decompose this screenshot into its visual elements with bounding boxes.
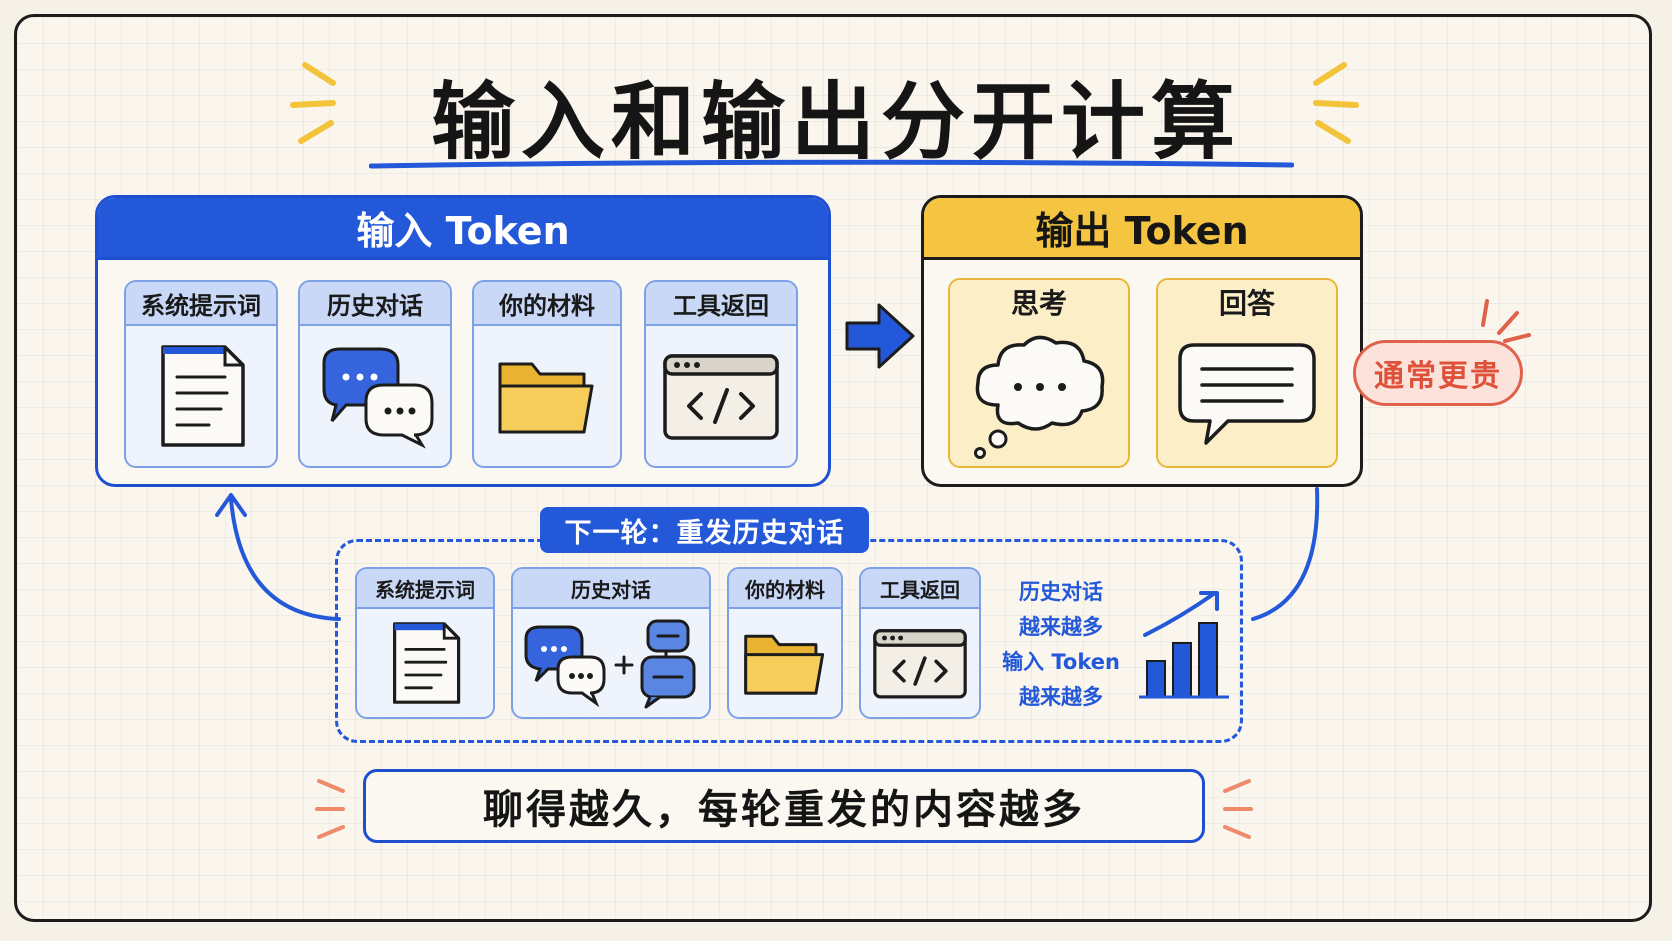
output-token-panel: 输出 Token 思考 回答 <box>921 195 1363 487</box>
thought-cloud-icon <box>950 324 1128 466</box>
card-label: 你的材料 <box>474 282 620 326</box>
next-round-tag: 下一轮：重发历史对话 <box>540 507 869 553</box>
diagram-canvas: 输入和输出分开计算 输入 Token 系统提示词 历史对话 <box>14 14 1652 922</box>
card-label: 回答 <box>1158 280 1336 324</box>
title-underline <box>369 159 1294 169</box>
code-window-icon <box>861 609 979 717</box>
card-label: 历史对话 <box>300 282 450 326</box>
document-icon <box>357 609 493 717</box>
chat-bubbles-icon <box>300 326 450 466</box>
badge-rays-icon <box>1481 299 1531 343</box>
speech-bubble-icon <box>1158 324 1336 466</box>
card-label: 思考 <box>950 280 1128 324</box>
loop-arrow-left-icon <box>215 493 341 621</box>
input-card-system-prompt: 系统提示词 <box>124 280 278 468</box>
page-title: 输入和输出分开计算 <box>430 73 1241 171</box>
title-rays-left-icon <box>290 62 336 144</box>
input-card-history: 历史对话 <box>298 280 452 468</box>
card-label: 系统提示词 <box>126 282 276 326</box>
footer-rays-right-icon <box>1223 779 1253 839</box>
growth-note-line: 输入 Token <box>1002 650 1120 674</box>
input-card-tool-return: 工具返回 <box>644 280 798 468</box>
card-label: 历史对话 <box>513 569 709 609</box>
output-card-thinking: 思考 <box>948 278 1130 468</box>
next-card-tool-return: 工具返回 <box>859 567 981 719</box>
loop-arrow-right <box>1251 487 1320 621</box>
input-panel-heading: 输入 Token <box>98 198 828 260</box>
next-card-system-prompt: 系统提示词 <box>355 567 495 719</box>
code-window-icon <box>646 326 796 466</box>
right-arrow-icon <box>845 303 915 369</box>
growth-note: 历史对话 越来越多 输入 Token 越来越多 <box>1002 575 1120 715</box>
chat-plus-robot-icon <box>513 609 709 717</box>
title-rays-right-icon <box>1313 62 1359 144</box>
input-card-materials: 你的材料 <box>472 280 622 468</box>
growth-note-line: 越来越多 <box>1019 615 1103 639</box>
card-label: 你的材料 <box>729 569 841 609</box>
card-label: 工具返回 <box>861 569 979 609</box>
input-token-panel: 输入 Token 系统提示词 历史对话 <box>95 195 831 487</box>
footer-rays-left-icon <box>315 779 345 839</box>
output-panel-heading: 输出 Token <box>924 198 1360 260</box>
growth-note-line: 越来越多 <box>1019 685 1103 709</box>
document-icon <box>126 326 276 466</box>
folder-icon <box>729 609 841 717</box>
growth-bar-chart-icon <box>1139 591 1229 699</box>
card-label: 系统提示词 <box>357 569 493 609</box>
next-card-materials: 你的材料 <box>727 567 843 719</box>
folder-icon <box>474 326 620 466</box>
next-card-history: 历史对话 <box>511 567 711 719</box>
card-label: 工具返回 <box>646 282 796 326</box>
more-expensive-badge: 通常更贵 <box>1353 340 1523 406</box>
summary-footer: 聊得越久，每轮重发的内容越多 <box>363 769 1205 843</box>
growth-note-line: 历史对话 <box>1019 580 1103 604</box>
output-card-answer: 回答 <box>1156 278 1338 468</box>
